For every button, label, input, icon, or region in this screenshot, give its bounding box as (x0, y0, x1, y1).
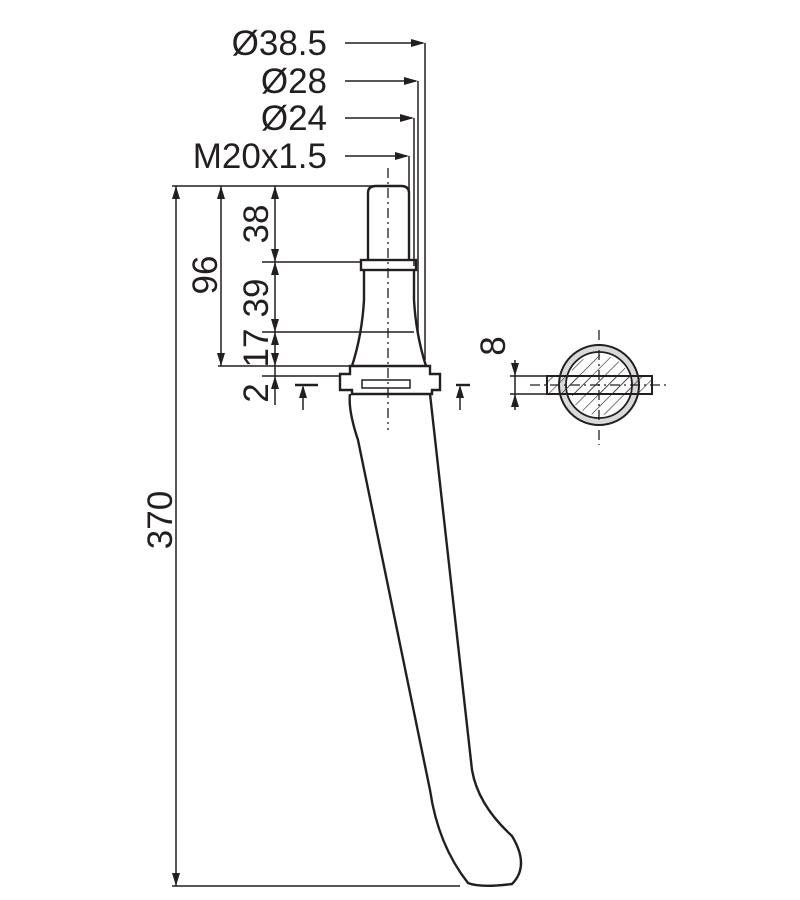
dim-17: 17 (237, 329, 276, 368)
thread-m20-label: M20x1.5 (193, 137, 327, 176)
diameter-38-5-label: Ø38.5 (232, 24, 327, 63)
diameter-24-label: Ø24 (261, 99, 327, 138)
curved-blade (348, 393, 523, 887)
flange-slot (361, 379, 411, 389)
dim-2: 2 (237, 383, 276, 402)
section-markers (295, 383, 470, 410)
diameter-28-label: Ø28 (261, 62, 327, 101)
threaded-shank (366, 184, 411, 260)
vertical-dimensions: 38 39 17 2 96 370 (141, 185, 460, 887)
dim-370: 370 (141, 491, 180, 549)
dim-38: 38 (237, 205, 276, 244)
section-view: 8 (474, 330, 670, 445)
dim-8: 8 (474, 336, 513, 355)
dim-96: 96 (186, 256, 225, 295)
dim-39: 39 (237, 279, 276, 318)
tapered-neck (350, 270, 428, 367)
tine-part (338, 168, 523, 887)
diameter-callouts: Ø38.5 Ø28 Ø24 M20x1.5 (193, 24, 426, 360)
